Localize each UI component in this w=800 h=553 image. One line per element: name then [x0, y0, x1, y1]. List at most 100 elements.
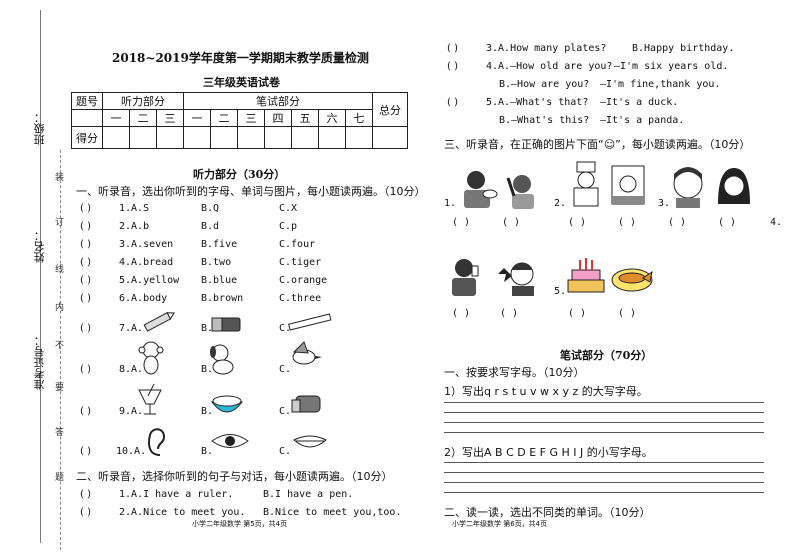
picture-number: 1. [444, 198, 457, 209]
option-b: B.Happy birthday. [632, 43, 735, 54]
writing-line[interactable] [444, 462, 764, 463]
option-b: B.two [201, 257, 232, 268]
pencil-icon [143, 312, 176, 332]
option-c: C.X [279, 203, 298, 214]
listening-part1: 一、听录音，选出你听到的字母、单词与图片，每小题读两遍。（10分） [76, 185, 426, 198]
option-a: 5.A.—What's that? [486, 97, 589, 108]
answer-paren[interactable]: ( ) [668, 217, 687, 228]
table-cell: 一 [102, 109, 130, 127]
bread-icon [291, 395, 321, 413]
option-b: B.blue [201, 275, 238, 286]
listening-heading: 听力部分（30分） [193, 168, 286, 181]
option-c: C.three [279, 293, 322, 304]
seal-char: 装 [55, 173, 65, 183]
option-a: 2.A.b [119, 221, 150, 232]
option-b: B.Q [201, 203, 220, 214]
list-item: ( ) [80, 293, 91, 304]
writing-line[interactable] [444, 492, 764, 493]
option-a: 6.A.body [119, 293, 168, 304]
boy-drinking-picture [452, 259, 479, 296]
ear-icon [148, 428, 166, 456]
writing-line[interactable] [444, 422, 764, 423]
boy-shouting-picture [498, 262, 534, 296]
score-table: 题号 听力部分 笔试部分 总分 一 二 三 一 二 三 四 五 六 七 得分 [71, 92, 408, 149]
option-a: 3.A.How many plates? [486, 43, 607, 54]
table-cell: 一 [183, 109, 211, 127]
writing-line[interactable] [444, 472, 764, 473]
option-a-reply: —It's a duck. [600, 97, 679, 108]
option-b: B.brown [201, 293, 244, 304]
score-cell[interactable] [102, 126, 130, 149]
option-c: C. [279, 364, 292, 375]
window-picture [611, 165, 645, 205]
list-item: ( ) [80, 406, 91, 417]
exam-no-label: 准考证号： [33, 335, 46, 390]
option-b: B.—How are you? [499, 79, 590, 90]
option-a: 4.A.bread [119, 257, 174, 268]
option-a: 8.A. [119, 364, 144, 375]
list-item: ( ) [447, 43, 458, 54]
writing-line[interactable] [444, 412, 764, 413]
answer-paren[interactable]: ( ) [718, 217, 737, 228]
boy-waving-picture [506, 175, 534, 209]
juice-glass-icon [138, 383, 162, 415]
answer-paren[interactable]: ( ) [618, 308, 637, 319]
option-b: B. [201, 406, 214, 417]
writing-line[interactable] [444, 432, 764, 433]
list-item: ( ) [80, 323, 91, 334]
rice-bowl-icon [210, 395, 244, 413]
listening-part2: 二、听录音，选择你听到的句子与对话，每小题读两遍。（10分） [76, 470, 393, 483]
birthday-cake-picture [567, 258, 605, 293]
seal-char: 不 [55, 341, 65, 351]
writing-line[interactable] [444, 482, 764, 483]
table-header: 总分 [372, 92, 408, 127]
option-a-reply: —I'm six years old. [614, 61, 729, 72]
score-cell[interactable] [237, 126, 265, 149]
score-cell[interactable] [345, 126, 373, 149]
option-b: B. [201, 364, 214, 375]
score-cell[interactable] [210, 126, 238, 149]
option-a: 2.A.Nice to meet you. [119, 507, 246, 518]
answer-paren[interactable]: ( ) [502, 217, 521, 228]
writing-part2: 二、读一读，选出不同类的单词。（10分） [444, 506, 651, 519]
chef-picture [573, 161, 599, 207]
seal-char: 订 [55, 218, 65, 228]
list-item: ( ) [80, 364, 91, 375]
answer-paren[interactable]: ( ) [568, 308, 587, 319]
writing-q1: 1）写出q r s t u v w x y z 的大写字母。 [444, 385, 648, 398]
eye-icon [211, 434, 249, 448]
option-a: 5.A.yellow [119, 275, 180, 286]
score-cell[interactable] [183, 126, 211, 149]
answer-paren[interactable]: ( ) [452, 217, 471, 228]
option-b: B.five [201, 239, 238, 250]
option-b-reply: —I'm fine,thank you. [600, 79, 721, 90]
list-item: ( ) [80, 507, 91, 518]
option-b: B. [201, 446, 214, 457]
seal-char: 要 [55, 383, 65, 393]
option-c: C.tiger [279, 257, 322, 268]
option-b-reply: —It's a panda. [600, 115, 685, 126]
writing-line[interactable] [444, 402, 764, 403]
answer-paren[interactable]: ( ) [500, 308, 519, 319]
option-c: C.four [279, 239, 316, 250]
name-label: 姓名： [33, 230, 46, 263]
answer-paren[interactable]: ( ) [452, 308, 471, 319]
score-cell[interactable] [318, 126, 346, 149]
score-cell[interactable] [156, 126, 184, 149]
answer-paren[interactable]: ( ) [568, 217, 587, 228]
score-cell[interactable] [264, 126, 292, 149]
option-a: 1.A.I have a ruler. [119, 489, 234, 500]
score-cell[interactable] [291, 126, 319, 149]
answer-paren[interactable]: ( ) [618, 217, 637, 228]
list-item: ( ) [80, 257, 91, 268]
table-header: 题号 [71, 92, 103, 110]
score-cell[interactable] [129, 126, 157, 149]
score-cell[interactable] [372, 126, 408, 149]
option-a: 4.A.—How old are you? [486, 61, 613, 72]
page-footer-right: 小学二年级数学 第6页，共4页 [452, 520, 548, 528]
dog-icon [210, 344, 234, 375]
table-header: 听力部分 [102, 92, 184, 110]
table-cell: 得分 [71, 126, 103, 149]
list-item: ( ) [80, 239, 91, 250]
listening-part3: 三、听录音，在正确的图片下面“☺”，每小题读两遍。（10分） [444, 138, 751, 151]
